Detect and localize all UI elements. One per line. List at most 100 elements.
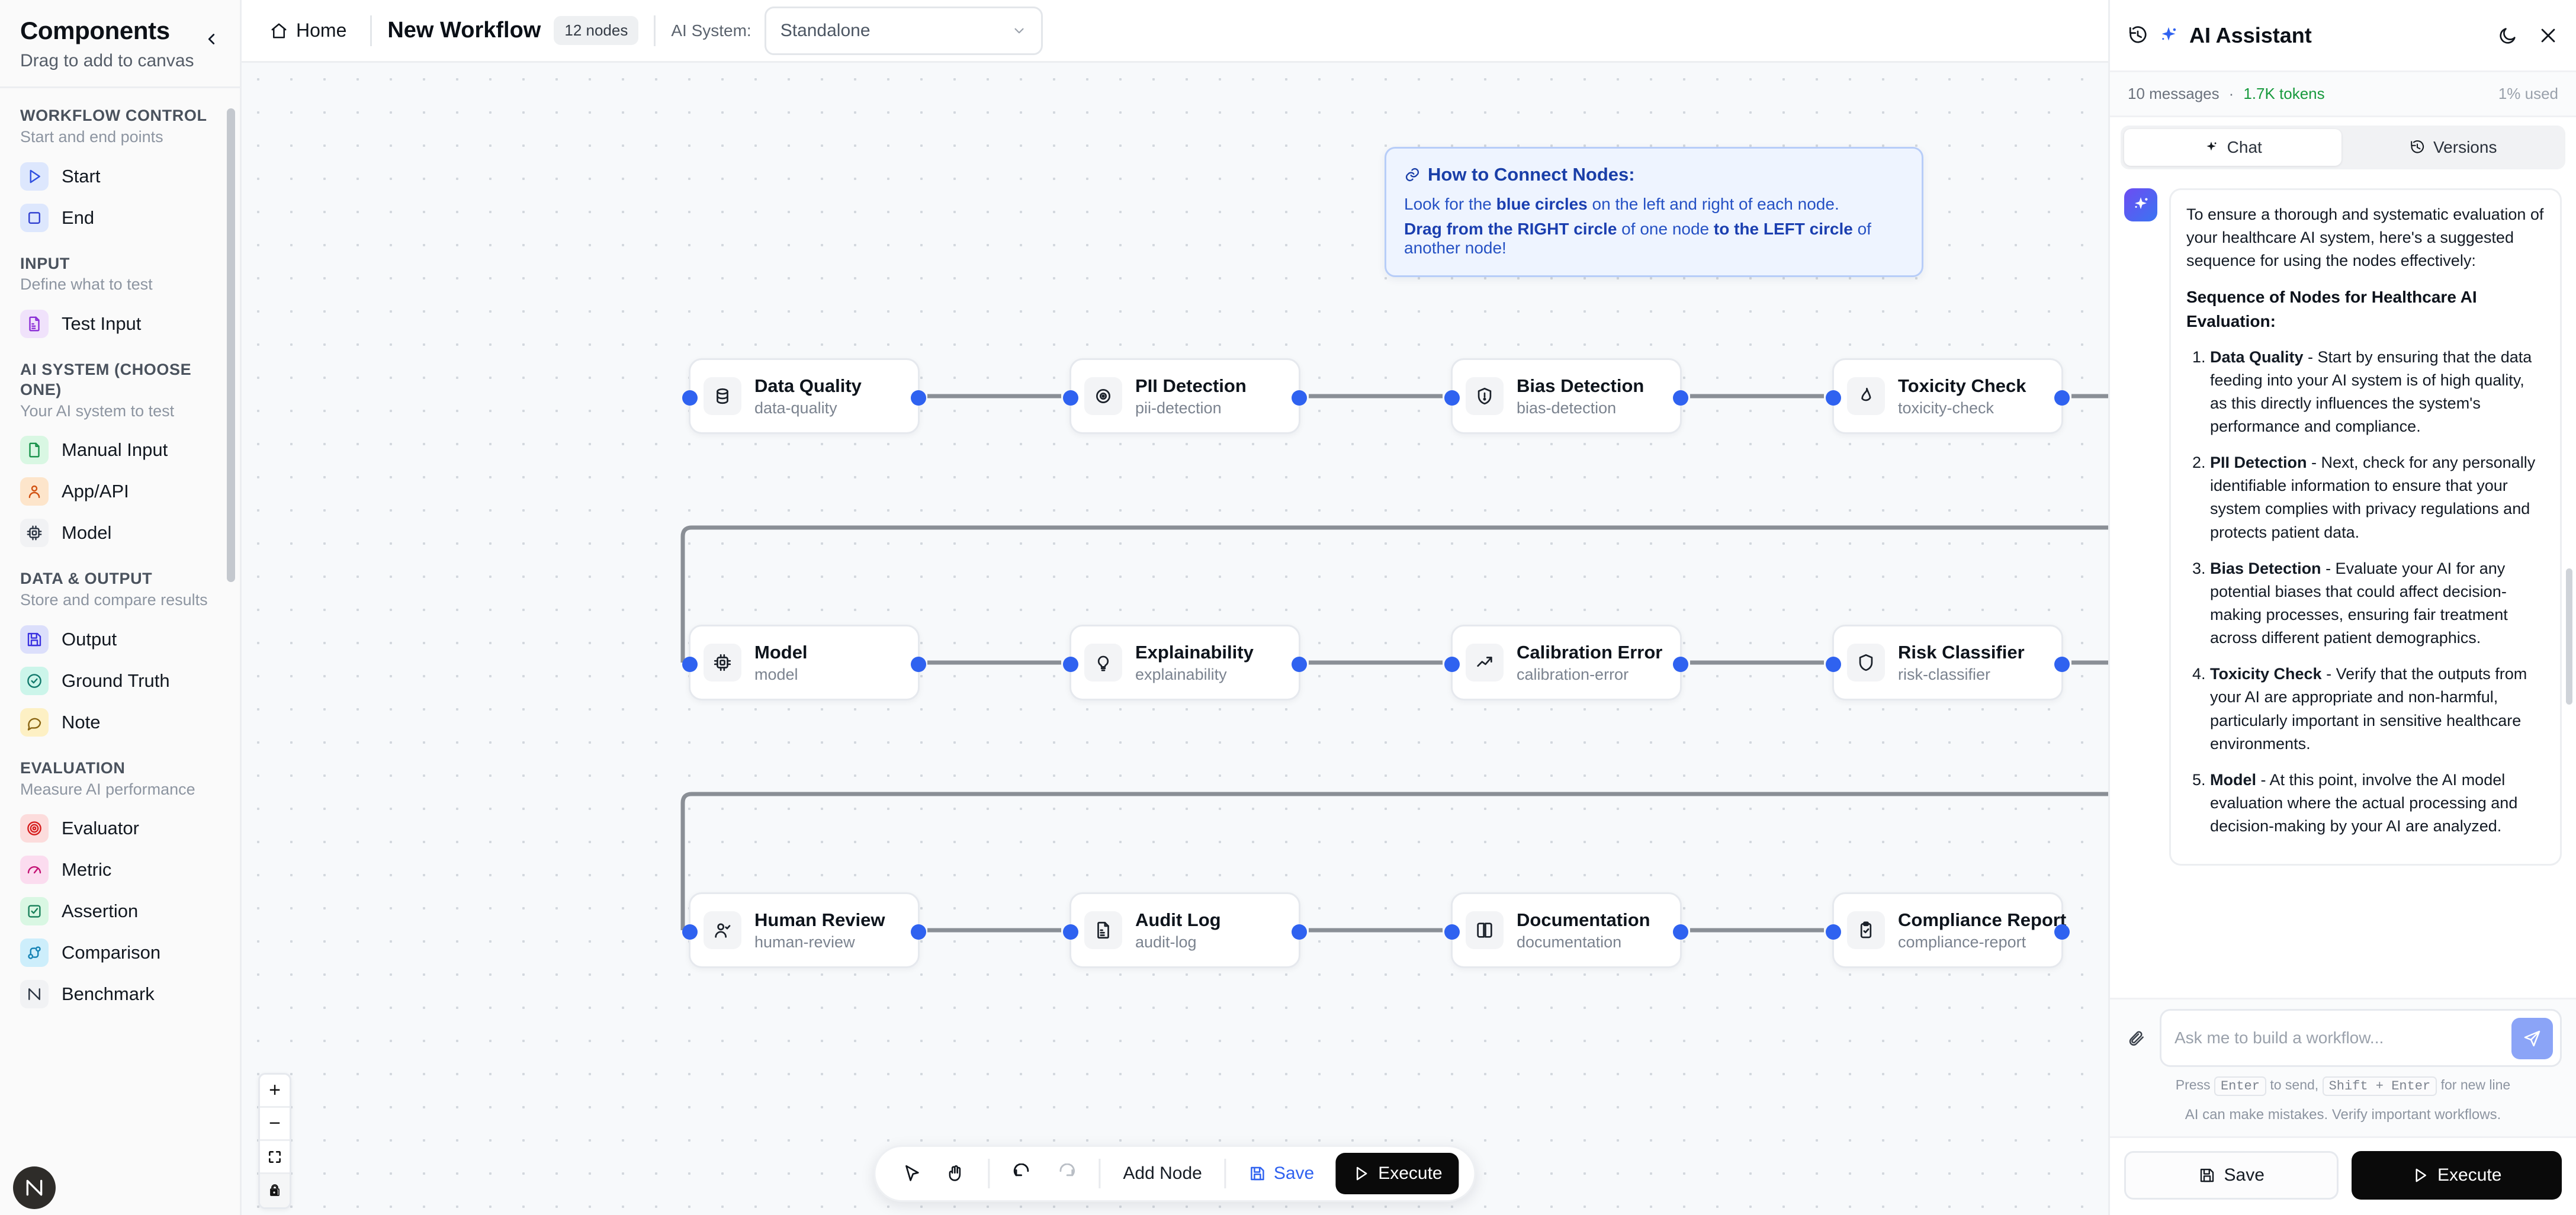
node-output-port[interactable] bbox=[1292, 924, 1307, 940]
add-node-button[interactable]: Add Node bbox=[1123, 1163, 1202, 1183]
node-output-port[interactable] bbox=[1673, 390, 1688, 406]
node-input-port[interactable] bbox=[1826, 390, 1841, 406]
workflow-canvas[interactable]: How to Connect Nodes: Look for the blue … bbox=[242, 63, 2108, 1215]
panel-save-button[interactable]: Save bbox=[2124, 1151, 2339, 1200]
node-output-port[interactable] bbox=[911, 390, 926, 406]
sidebar-item-output[interactable]: Output bbox=[0, 619, 240, 660]
tab-versions[interactable]: Versions bbox=[2345, 129, 2562, 166]
node-output-port[interactable] bbox=[1292, 657, 1307, 672]
toolbar-execute-label: Execute bbox=[1378, 1163, 1443, 1183]
chat-scrollbar[interactable] bbox=[2566, 568, 2572, 705]
shield-icon bbox=[1847, 644, 1885, 682]
toolbar-execute-button[interactable]: Execute bbox=[1335, 1153, 1459, 1194]
node-input-port[interactable] bbox=[682, 924, 698, 940]
node-output-port[interactable] bbox=[2054, 657, 2070, 672]
node-output-port[interactable] bbox=[911, 657, 926, 672]
sidebar-item-manual-input[interactable]: Manual Input bbox=[0, 429, 240, 471]
pan-tool-button[interactable] bbox=[933, 1152, 976, 1195]
node-input-port[interactable] bbox=[1063, 657, 1078, 672]
lightbulb-icon bbox=[1084, 644, 1122, 682]
assistant-chat-scroll[interactable]: To ensure a thorough and systematic eval… bbox=[2110, 178, 2576, 998]
node-input-port[interactable] bbox=[1826, 924, 1841, 940]
moon-icon[interactable] bbox=[2498, 25, 2518, 46]
fit-view-button[interactable] bbox=[260, 1141, 290, 1174]
sidebar-item-comparison[interactable]: Comparison bbox=[0, 932, 240, 973]
sidebar-item-benchmark[interactable]: Benchmark bbox=[0, 973, 240, 1015]
toolbar-save-button[interactable]: Save bbox=[1238, 1163, 1325, 1184]
sidebar-item-label: Manual Input bbox=[62, 439, 168, 461]
close-icon[interactable] bbox=[2538, 25, 2558, 46]
sidebar-item-note[interactable]: Note bbox=[0, 702, 240, 743]
assistant-header-actions bbox=[2498, 25, 2558, 46]
sidebar-item-ground-truth[interactable]: Ground Truth bbox=[0, 660, 240, 702]
sidebar-collapse-button[interactable] bbox=[198, 26, 224, 52]
play-icon bbox=[20, 162, 49, 191]
save-icon bbox=[20, 625, 49, 654]
node-title: Calibration Error bbox=[1517, 641, 1663, 663]
attach-button[interactable] bbox=[2124, 1028, 2149, 1047]
node-output-port[interactable] bbox=[1673, 924, 1688, 940]
assistant-list-item: Model - At this point, involve the AI mo… bbox=[2210, 769, 2545, 838]
breadcrumb-home[interactable]: Home bbox=[262, 15, 355, 46]
node-input-port[interactable] bbox=[682, 390, 698, 406]
lock-toggle-button[interactable] bbox=[260, 1174, 290, 1207]
zoom-out-button[interactable]: − bbox=[260, 1108, 290, 1141]
sidebar-item-model[interactable]: Model bbox=[0, 512, 240, 554]
node-input-port[interactable] bbox=[1444, 390, 1460, 406]
zoom-in-button[interactable]: + bbox=[260, 1075, 290, 1108]
node-input-port[interactable] bbox=[1444, 657, 1460, 672]
node-output-port[interactable] bbox=[2054, 390, 2070, 406]
sidebar-item-end[interactable]: End bbox=[0, 197, 240, 239]
assistant-list-item: Bias Detection - Evaluate your AI for an… bbox=[2210, 557, 2545, 650]
sidebar-item-start[interactable]: Start bbox=[0, 156, 240, 197]
node-input-port[interactable] bbox=[1063, 390, 1078, 406]
ai-system-select[interactable]: Standalone bbox=[764, 6, 1043, 55]
history-icon[interactable] bbox=[2128, 25, 2148, 46]
undo-button[interactable] bbox=[1001, 1152, 1044, 1195]
panel-execute-button[interactable]: Execute bbox=[2351, 1151, 2562, 1200]
chat-input[interactable]: Ask me to build a workflow... bbox=[2160, 1009, 2562, 1067]
sidebar-item-evaluator[interactable]: Evaluator bbox=[0, 808, 240, 849]
sidebar-item-test-input[interactable]: Test Input bbox=[0, 303, 240, 345]
node-input-port[interactable] bbox=[1063, 924, 1078, 940]
sidebar-item-label: Test Input bbox=[62, 313, 142, 334]
select-tool-button[interactable] bbox=[891, 1152, 933, 1195]
sidebar-item-assertion[interactable]: Assertion bbox=[0, 891, 240, 932]
send-button[interactable] bbox=[2511, 1018, 2553, 1059]
assistant-list-term: Toxicity Check bbox=[2210, 665, 2322, 683]
shield-alert-icon bbox=[1466, 377, 1504, 415]
sidebar-scrollbar[interactable] bbox=[227, 108, 235, 582]
node-output-port[interactable] bbox=[911, 924, 926, 940]
assistant-list-term: Model bbox=[2210, 770, 2256, 789]
node-slug: audit-log bbox=[1135, 933, 1197, 951]
brand-avatar[interactable] bbox=[13, 1166, 56, 1209]
tab-chat[interactable]: Chat bbox=[2124, 129, 2341, 166]
node-input-port[interactable] bbox=[1826, 657, 1841, 672]
node-output-port[interactable] bbox=[2054, 924, 2070, 940]
node-output-port[interactable] bbox=[1673, 657, 1688, 672]
node-input-port[interactable] bbox=[682, 657, 698, 672]
redo-button[interactable] bbox=[1044, 1152, 1087, 1195]
sidebar-item-metric[interactable]: Metric bbox=[0, 849, 240, 891]
node-input-port[interactable] bbox=[1444, 924, 1460, 940]
node-output-port[interactable] bbox=[1292, 390, 1307, 406]
sidebar-item-app-api[interactable]: App/API bbox=[0, 471, 240, 512]
eye-icon bbox=[1084, 377, 1122, 415]
